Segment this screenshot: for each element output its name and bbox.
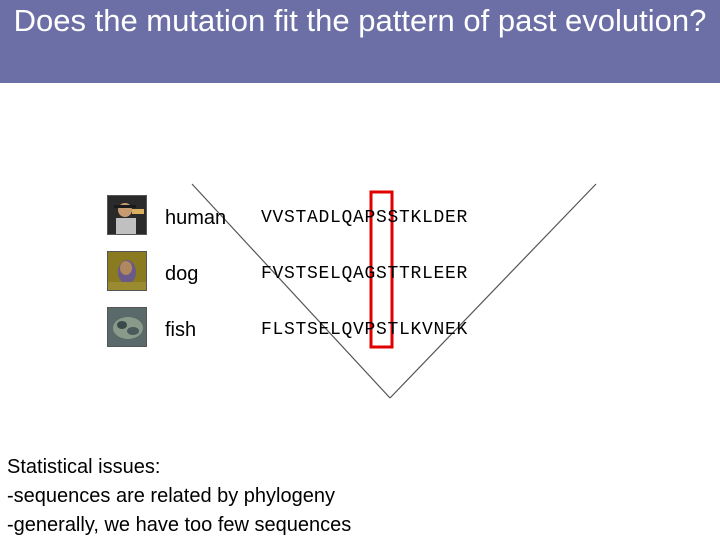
note-line-2: -generally, we have too few sequences [7,514,352,536]
species-label-human: human [165,207,227,229]
mutation-highlight-box [369,190,394,349]
note-line-1: -sequences are related by phylogeny [7,485,335,507]
species-label-fish: fish [165,319,197,341]
dog-photo-icon [107,251,147,291]
human-photo-icon [107,195,147,235]
tree-branch-right [389,183,597,399]
sequence-fish: FLSTSELQVPSTLKVNEK [261,320,469,340]
sequence-dog: FVSTSELQAGSTTRLEER [261,264,469,284]
fish-photo-icon [107,307,147,347]
species-label-dog: dog [165,263,199,285]
title-bar: Does the mutation fit the pattern of pas… [0,0,720,83]
sequence-human: VVSTADLQAPSSTKLDER [261,208,469,228]
slide-title: Does the mutation fit the pattern of pas… [13,3,707,38]
notes-heading: Statistical issues: [7,456,161,478]
statistical-notes: Statistical issues: -sequences are relat… [7,453,351,540]
tree-branch-left [191,183,391,399]
